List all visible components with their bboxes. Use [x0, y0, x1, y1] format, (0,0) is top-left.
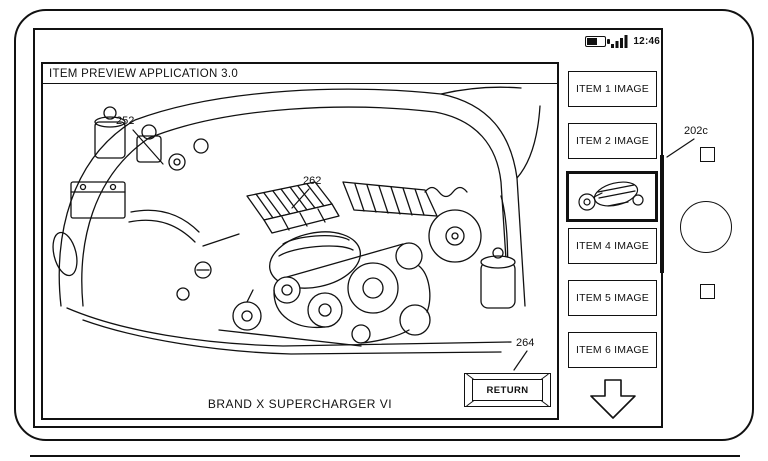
return-button-label: RETURN [472, 379, 543, 401]
side-button-lower[interactable] [700, 284, 715, 299]
item-6-button[interactable]: ITEM 6 IMAGE [568, 332, 657, 368]
ref-label-264: 264 [516, 337, 535, 349]
home-button[interactable] [680, 201, 732, 253]
ref-label-202c: 202c [684, 125, 708, 137]
status-bar: 12:46 [552, 33, 660, 49]
item-1-button[interactable]: ITEM 1 IMAGE [568, 71, 657, 107]
item-1-label: ITEM 1 IMAGE [576, 83, 649, 95]
item-4-label: ITEM 4 IMAGE [576, 240, 649, 252]
item-caption: BRAND X SUPERCHARGER VI [207, 397, 393, 411]
signal-bars-icon [611, 34, 628, 48]
preview-panel: ITEM PREVIEW APPLICATION 3.0 [41, 62, 559, 420]
battery-icon [585, 35, 610, 47]
item-5-button[interactable]: ITEM 5 IMAGE [568, 280, 657, 316]
supercharger-thumbnail-drawing [578, 180, 644, 211]
return-button[interactable]: RETURN [464, 373, 551, 407]
ref-label-262: 262 [303, 175, 322, 187]
app-title-bar: ITEM PREVIEW APPLICATION 3.0 [43, 64, 557, 84]
scroll-down-arrow[interactable] [590, 379, 636, 419]
item-5-label: ITEM 5 IMAGE [576, 292, 649, 304]
item-6-label: ITEM 6 IMAGE [576, 344, 649, 356]
item-2-button[interactable]: ITEM 2 IMAGE [568, 123, 657, 159]
item-3-thumbnail-selected[interactable] [566, 171, 658, 222]
ref-label-252: 252 [116, 115, 135, 127]
app-title: ITEM PREVIEW APPLICATION 3.0 [49, 67, 239, 80]
status-time: 12:46 [633, 35, 660, 47]
down-arrow-icon [590, 379, 636, 419]
item-2-label: ITEM 2 IMAGE [576, 135, 649, 147]
side-button-upper[interactable] [700, 147, 715, 162]
surface-line [30, 455, 740, 457]
engine-bay-drawing [52, 86, 541, 355]
scrollbar[interactable] [659, 155, 664, 273]
item-4-button[interactable]: ITEM 4 IMAGE [568, 228, 657, 264]
